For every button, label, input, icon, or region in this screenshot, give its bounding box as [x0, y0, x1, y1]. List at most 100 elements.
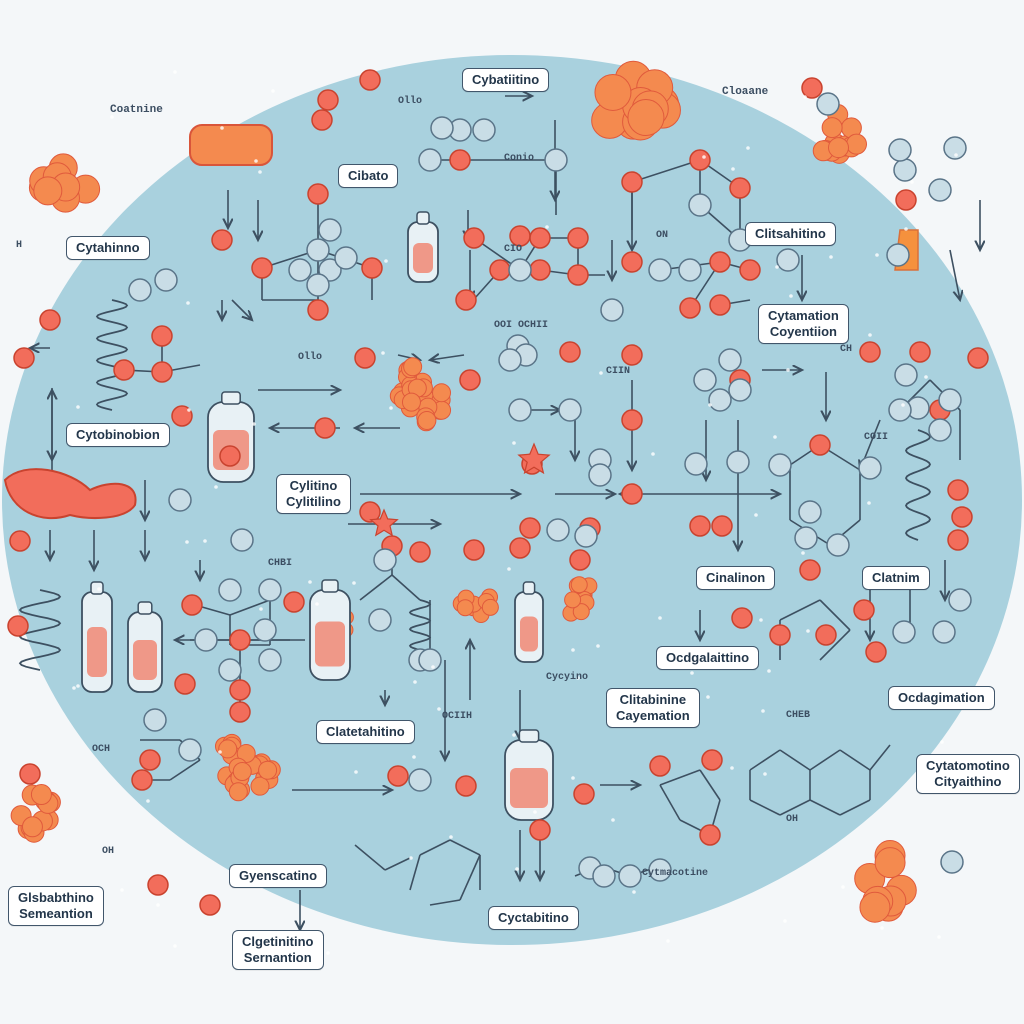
- atom-node: [618, 864, 642, 888]
- atom-node: [143, 708, 167, 732]
- protein-cluster: [218, 739, 238, 759]
- atom-node: [569, 549, 591, 571]
- protein-cluster: [401, 392, 421, 412]
- bond-line: [839, 749, 871, 771]
- sparkle-dot: [763, 772, 767, 776]
- atom-node: [455, 775, 477, 797]
- atom-node: [826, 533, 850, 557]
- atom-node: [592, 864, 616, 888]
- sparkle-dot: [186, 301, 190, 305]
- bond-line: [449, 839, 481, 856]
- vial-liquid: [510, 768, 548, 808]
- atom-node: [699, 824, 721, 846]
- sparkle-dot: [801, 551, 805, 555]
- atom-node: [311, 109, 333, 131]
- atom-node: [708, 388, 732, 412]
- sparkle-dot: [271, 89, 275, 93]
- sparkle-dot: [308, 580, 312, 584]
- atom-node: [928, 178, 952, 202]
- sparkle-dot: [515, 867, 519, 871]
- atom-node: [799, 559, 821, 581]
- protein-cluster: [456, 599, 474, 617]
- atom-node: [909, 341, 931, 363]
- text-cytmacotine: Cytmacotine: [642, 868, 709, 879]
- atom-node: [731, 607, 753, 629]
- atom-node: [498, 348, 522, 372]
- sparkle-dot: [512, 733, 516, 737]
- atom-node: [621, 409, 643, 431]
- sparkle-dot: [767, 669, 771, 673]
- label-ocdgalaittino: Ocdgalaittino: [656, 646, 760, 670]
- text-h: H: [16, 240, 23, 251]
- label-cytamation: Cytamation Coyentiion: [758, 304, 849, 344]
- label-ocdagimation: Ocdagimation: [888, 686, 995, 710]
- sparkle-dot: [571, 648, 575, 652]
- atom-node: [928, 418, 952, 442]
- sparkle-dot: [841, 885, 845, 889]
- sparkle-dot: [76, 405, 80, 409]
- text-coatnine: Coatnine: [110, 104, 163, 116]
- label-cylitino: Cylitino Cylitilino: [276, 474, 351, 514]
- atom-node: [886, 243, 910, 267]
- sparkle-dot: [867, 501, 871, 505]
- atom-node: [258, 578, 282, 602]
- atom-node: [151, 361, 173, 383]
- bond-line: [819, 629, 851, 661]
- atom-node: [39, 309, 61, 331]
- sparkle-dot: [354, 770, 358, 774]
- bond-line: [779, 599, 821, 621]
- label-cinalinon: Cinalinon: [696, 566, 776, 590]
- sparkle-dot: [449, 835, 453, 839]
- atom-node: [621, 171, 643, 193]
- label-clitsahitino: Clitsahitino: [745, 222, 836, 246]
- text-ollo-2: Ollo: [298, 352, 323, 363]
- atom-node: [258, 648, 282, 672]
- sparkle-dot: [940, 740, 944, 744]
- atom-node: [230, 528, 254, 552]
- atom-node: [151, 325, 173, 347]
- bond-line: [429, 899, 461, 906]
- text-cheb: CHEB: [786, 710, 811, 721]
- label-cytobinobion: Cytobinobion: [66, 423, 170, 447]
- atom-node: [693, 368, 717, 392]
- atom-node: [728, 378, 752, 402]
- atom-node: [211, 229, 233, 251]
- arrow: [430, 355, 465, 360]
- atom-node: [288, 258, 312, 282]
- atom-node: [798, 500, 822, 524]
- text-chbi: CHBI: [268, 558, 293, 569]
- sparkle-dot: [409, 856, 413, 860]
- atom-node: [688, 193, 712, 217]
- sparkle-dot: [702, 155, 706, 159]
- dna-helix: [95, 299, 129, 411]
- text-ociih: OCIIH: [442, 711, 473, 722]
- sparkle-dot: [596, 644, 600, 648]
- bond-line: [229, 599, 271, 616]
- atom-node: [199, 894, 221, 916]
- sparkle-dot: [185, 540, 189, 544]
- atom-node: [943, 136, 967, 160]
- atom-node: [709, 251, 731, 273]
- atom-node: [801, 77, 823, 99]
- sparkle-dot: [924, 375, 928, 379]
- atom-node: [888, 138, 912, 162]
- sparkle-dot: [651, 452, 655, 456]
- sparkle-dot: [611, 818, 615, 822]
- sparkle-dot: [156, 903, 160, 907]
- bond-line: [819, 599, 851, 631]
- sparkle-dot: [910, 180, 914, 184]
- atom-node: [318, 218, 342, 242]
- sparkle-dot: [146, 799, 150, 803]
- atom-node: [588, 463, 612, 487]
- atom-node: [229, 701, 251, 723]
- atom-node: [947, 529, 969, 551]
- protein-cluster: [21, 816, 43, 838]
- atom-node: [649, 755, 671, 777]
- text-ollo-1: Ollo: [398, 96, 423, 107]
- sparkle-dot: [880, 926, 884, 930]
- sparkle-dot: [599, 371, 603, 375]
- sparkle-dot: [120, 888, 124, 892]
- sparkle-dot: [789, 294, 793, 298]
- bond-line: [359, 574, 393, 601]
- protein-cluster: [846, 133, 868, 155]
